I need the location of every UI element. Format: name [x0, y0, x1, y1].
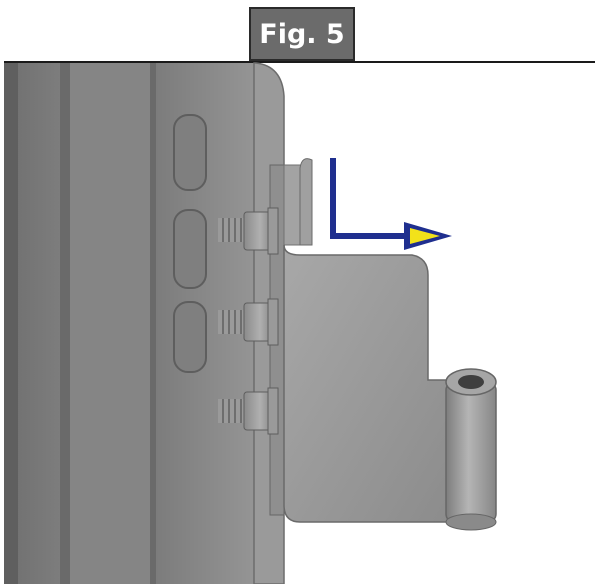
hinge-bracket: [283, 244, 449, 523]
figure-label: Fig. 5: [249, 7, 355, 61]
slot-bottom: [173, 301, 207, 373]
slot-middle: [173, 209, 207, 289]
slot-top: [173, 114, 207, 191]
hinge-pin: [445, 368, 497, 531]
bolt-top: [218, 207, 279, 255]
bolt-middle: [218, 298, 279, 346]
direction-arrow-icon: [330, 158, 452, 250]
door-frame: [4, 63, 256, 584]
bolt-bottom: [218, 387, 279, 435]
top-rule: [4, 61, 595, 63]
